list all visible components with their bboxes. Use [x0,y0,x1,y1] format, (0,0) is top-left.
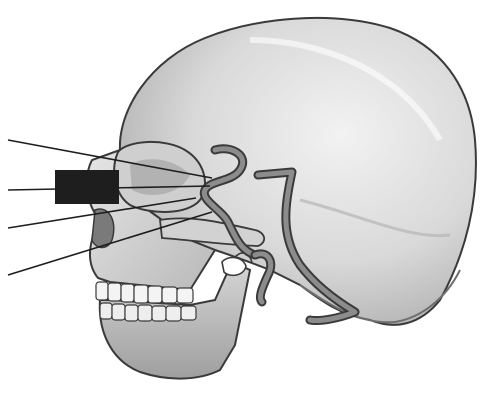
tooth [112,304,125,320]
redaction-box [55,170,119,204]
tooth [166,306,181,321]
tooth [96,282,108,300]
tooth [152,306,166,321]
tooth [125,305,138,321]
external-acoustic-meatus [222,257,246,275]
tooth [121,284,134,302]
tooth [148,286,162,303]
tooth [108,283,121,301]
tooth [177,288,193,303]
tooth [134,285,148,303]
tooth [162,287,177,303]
tooth [181,306,196,320]
tooth [138,305,152,321]
tooth [100,303,112,319]
